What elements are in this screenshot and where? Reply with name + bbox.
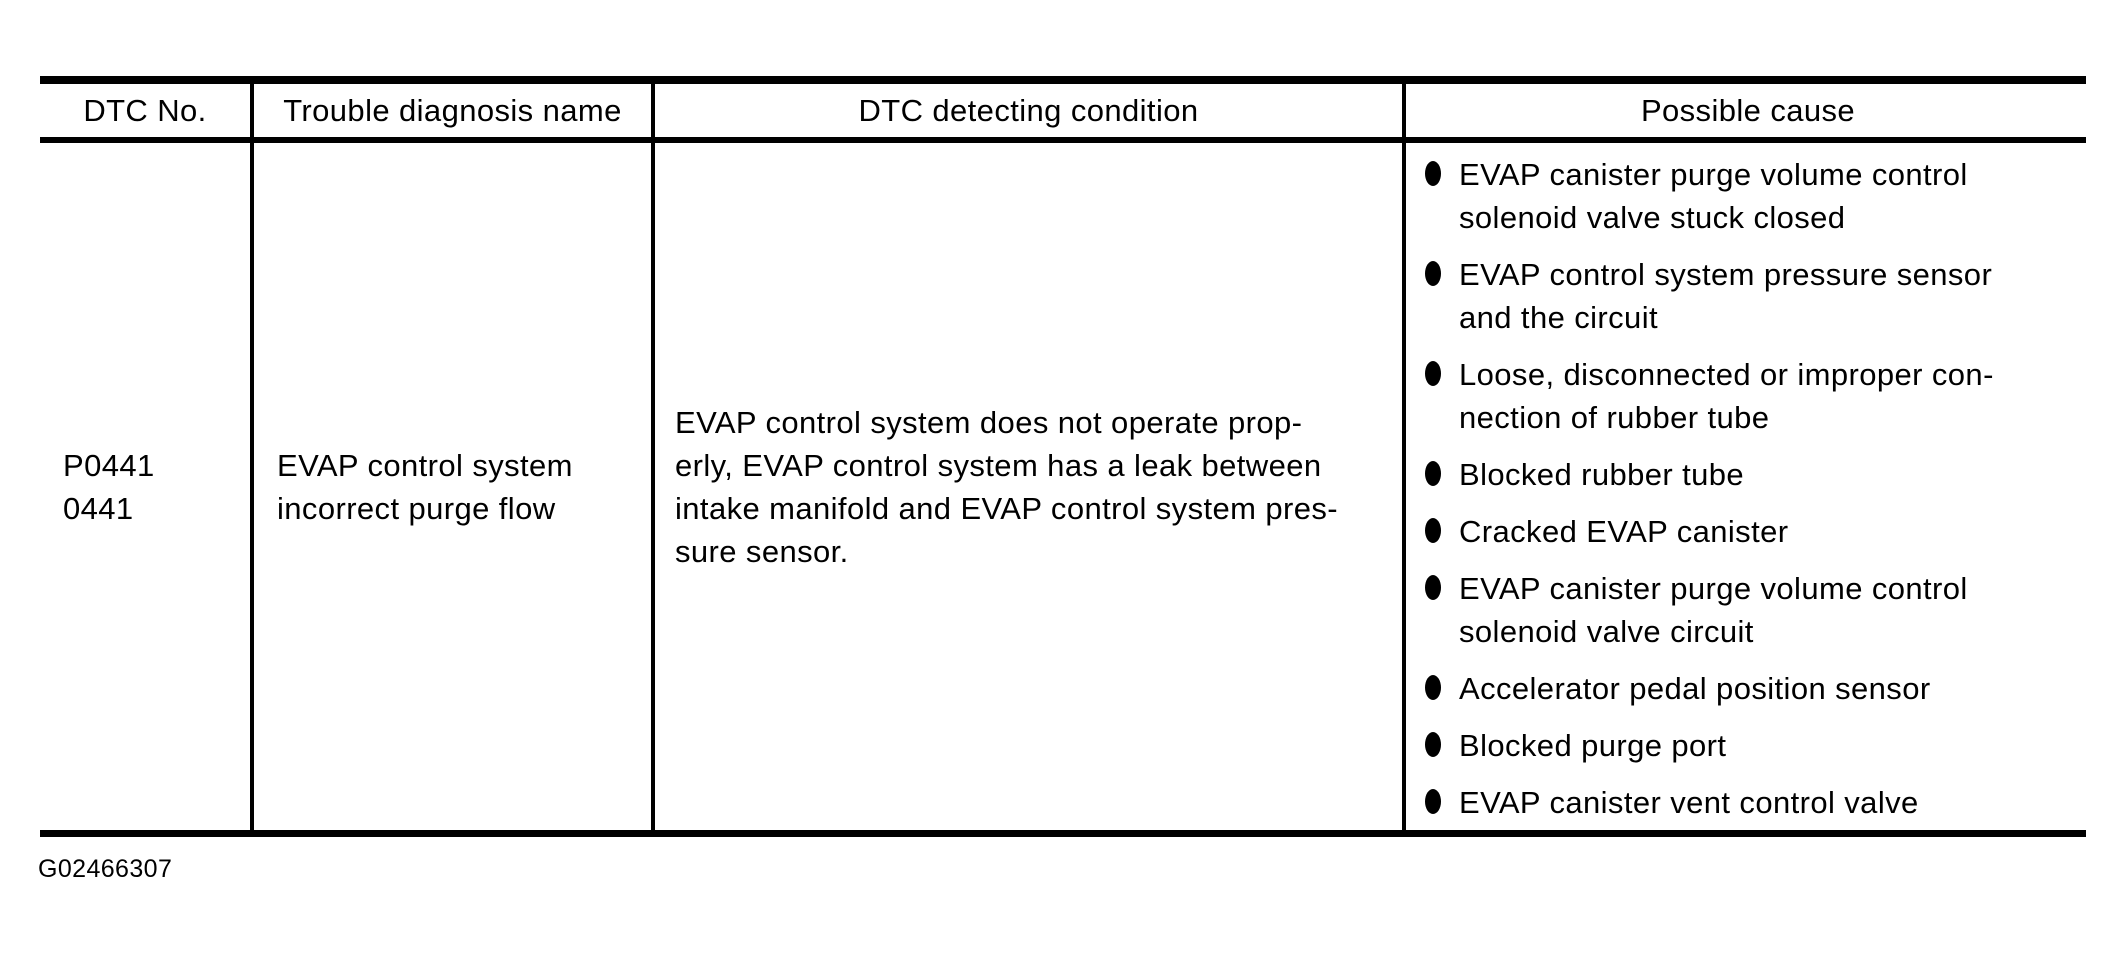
column-header-trouble-diagnosis-name: Trouble diagnosis name [283, 92, 622, 128]
column-header-dtc-detecting-condition: DTC detecting condition [858, 92, 1199, 128]
possible-cause-item: EVAP control system pressure sensor and … [1406, 253, 2090, 339]
dtc-number-text: P0441 0441 [63, 447, 155, 526]
bullet-icon [1425, 575, 1441, 600]
possible-cause-text: Cracked EVAP canister [1459, 514, 1789, 549]
table-bottom-border [40, 830, 2086, 837]
bullet-icon [1425, 518, 1441, 543]
cell-dtc-no: P0441 0441 [63, 143, 248, 830]
possible-cause-text: EVAP control system pressure sensor and … [1459, 257, 1993, 335]
cell-trouble-diagnosis-name: EVAP control system incorrect purge flow [277, 143, 651, 830]
table-top-border [40, 76, 2086, 84]
table-header-divider [40, 137, 2086, 143]
possible-cause-item: EVAP canister purge volume control solen… [1406, 153, 2090, 239]
possible-cause-item: EVAP canister vent control valve [1406, 781, 2090, 824]
bullet-icon [1425, 732, 1441, 757]
possible-cause-text: Accelerator pedal position sensor [1459, 671, 1931, 706]
bullet-icon [1425, 461, 1441, 486]
dtc-detecting-condition-text: EVAP control system does not operate pro… [675, 404, 1338, 569]
possible-cause-item: Blocked rubber tube [1406, 453, 2090, 496]
column-divider-2 [651, 76, 655, 837]
possible-cause-item: Cracked EVAP canister [1406, 510, 2090, 553]
bullet-icon [1425, 789, 1441, 814]
bullet-icon [1425, 261, 1441, 286]
column-divider-1 [250, 76, 254, 837]
possible-cause-text: Loose, disconnected or improper con- nec… [1459, 357, 1994, 435]
possible-cause-text: Blocked purge port [1459, 728, 1727, 763]
possible-cause-item: Blocked purge port [1406, 724, 2090, 767]
column-divider-3 [1402, 76, 1406, 837]
column-header-possible-cause: Possible cause [1640, 92, 1856, 128]
possible-cause-item: Loose, disconnected or improper con- nec… [1406, 353, 2090, 439]
column-header-dtc-no: DTC No. [83, 92, 207, 128]
cell-possible-cause: EVAP canister purge volume control solen… [1406, 143, 2090, 830]
bullet-icon [1425, 675, 1441, 700]
possible-cause-item: EVAP canister purge volume control solen… [1406, 567, 2090, 653]
possible-cause-text: Blocked rubber tube [1459, 457, 1745, 492]
possible-cause-text: EVAP canister vent control valve [1459, 785, 1919, 820]
possible-cause-text: EVAP canister purge volume control solen… [1459, 571, 1968, 649]
possible-cause-text: EVAP canister purge volume control solen… [1459, 157, 1968, 235]
cell-dtc-detecting-condition: EVAP control system does not operate pro… [675, 143, 1402, 830]
bullet-icon [1425, 161, 1441, 186]
bullet-icon [1425, 361, 1441, 386]
figure-id: G02466307 [38, 855, 173, 883]
trouble-diagnosis-name-text: EVAP control system incorrect purge flow [277, 447, 573, 526]
possible-cause-item: Accelerator pedal position sensor [1406, 667, 2090, 710]
